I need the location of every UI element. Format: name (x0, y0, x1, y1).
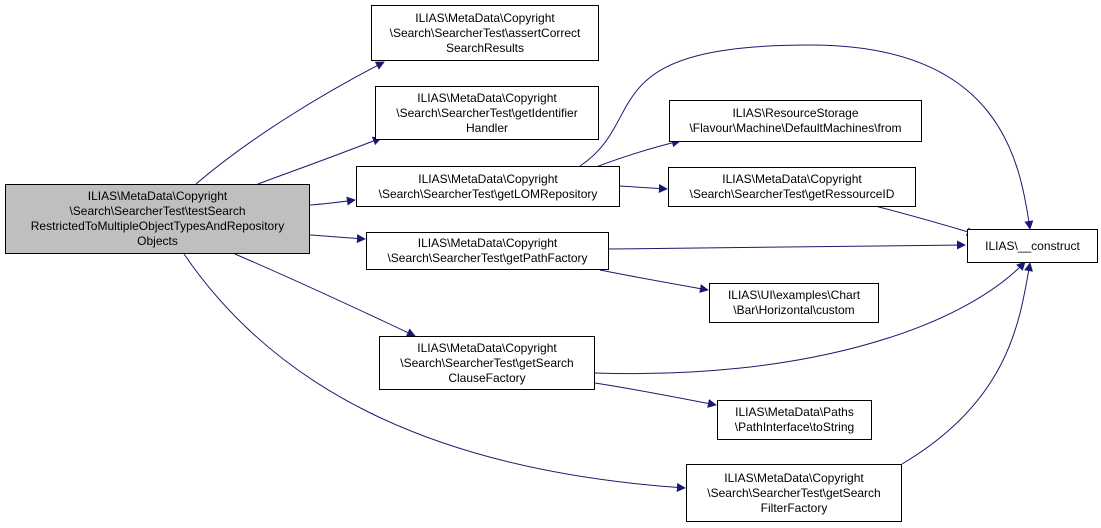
node-label-line: ILIAS\MetaData\Copyright (417, 90, 557, 105)
node-label-line: ILIAS\MetaData\Copyright (87, 189, 228, 203)
node-getPathFactory[interactable]: ILIAS\MetaData\Copyright \Search\Searche… (366, 232, 609, 270)
node-label-line: \Search\SearcherTest\getPathFactory (387, 251, 588, 265)
node-label-line: \Search\SearcherTest\testSearch (69, 204, 246, 218)
node-label-line: SearchResults (445, 40, 525, 55)
node-DefaultMachines-from[interactable]: ILIAS\ResourceStorage \Flavour\Machine\D… (669, 100, 922, 142)
node-label-line: ILIAS\MetaData\Copyright (724, 470, 864, 485)
edge-getFilter-to-construct (901, 262, 1034, 465)
node-label-line: \Search\SearcherTest\getIdentifier (396, 105, 578, 120)
node-label-line: \Search\SearcherTest\assertCorrect (389, 25, 581, 40)
node-label-line: ILIAS\MetaData\Copyright (415, 10, 555, 25)
node-testSearchRestrictedToMultipleObjectTypesAndRepositoryObjects[interactable]: ILIAS\MetaData\Copyright \Search\Searche… (5, 184, 310, 254)
node-PathInterface-toString[interactable]: ILIAS\MetaData\Paths \PathInterface\toSt… (717, 400, 872, 440)
edge-getPath-to-chart (599, 269, 709, 294)
node-assertCorrectSearchResults[interactable]: ILIAS\MetaData\Copyright \Search\Searche… (371, 5, 599, 61)
node-label-line: ILIAS\MetaData\Copyright (417, 340, 557, 355)
node-construct[interactable]: ILIAS\__construct (967, 229, 1098, 263)
node-label-line: \Bar\Horizontal\custom (733, 303, 855, 317)
node-label-line: Handler (465, 120, 509, 135)
node-label-line: \Search\SearcherTest\getLOMRepository (378, 186, 598, 201)
node-getIdentifierHandler[interactable]: ILIAS\MetaData\Copyright \Search\Searche… (375, 86, 599, 140)
edge-getClause-to-toString (594, 382, 717, 408)
edge-root-to-getFilter (183, 253, 686, 492)
node-label-line: ILIAS\UI\examples\Chart (727, 288, 861, 302)
edge-getLOM-to-getRess (619, 184, 668, 194)
node-label-line: ILIAS\__construct (985, 238, 1080, 253)
edge-getRess-to-construct (874, 205, 976, 236)
edge-root-to-getIdentifier (257, 136, 382, 185)
edge-root-to-getLOM (309, 196, 356, 206)
node-label-line: Objects (137, 234, 178, 248)
node-label-line: ClauseFactory (448, 370, 526, 385)
edge-getLOM-to-resStorage (595, 138, 681, 168)
node-label-line: ILIAS\MetaData\Copyright (417, 236, 558, 250)
node-getSearchFilterFactory[interactable]: ILIAS\MetaData\Copyright \Search\Searche… (686, 464, 902, 522)
edge-getPath-to-construct (608, 240, 966, 250)
edge-root-to-getClause (234, 253, 416, 337)
edge-root-to-assert (195, 61, 385, 185)
edge-getClause-to-construct (594, 261, 1026, 375)
node-label-line: \PathInterface\toString (734, 420, 855, 434)
node-label-line: ILIAS\MetaData\Copyright (722, 172, 862, 186)
node-label-line: RestrictedToMultipleObjectTypesAndReposi… (30, 219, 285, 233)
node-Chart-Bar-Horizontal-custom[interactable]: ILIAS\UI\examples\Chart \Bar\Horizontal\… (709, 283, 879, 323)
edge-getLOM-to-construct (579, 44, 1034, 230)
node-label-line: FilterFactory (760, 500, 828, 515)
node-label-line: \Search\SearcherTest\getSearch (707, 485, 881, 500)
node-label-line: ILIAS\ResourceStorage (732, 106, 859, 120)
edge-root-to-getPath (309, 234, 366, 244)
node-getSearchClauseFactory[interactable]: ILIAS\MetaData\Copyright \Search\Searche… (379, 336, 595, 390)
node-label-line: \Search\SearcherTest\getRessourceID (689, 187, 895, 201)
node-getLOMRepository[interactable]: ILIAS\MetaData\Copyright \Search\Searche… (356, 166, 620, 207)
node-getRessourceID[interactable]: ILIAS\MetaData\Copyright \Search\Searche… (668, 167, 916, 207)
node-label-line: ILIAS\MetaData\Copyright (418, 171, 558, 186)
node-label-line: \Search\SearcherTest\getSearch (400, 355, 574, 370)
node-label-line: ILIAS\MetaData\Paths (735, 405, 854, 419)
node-label-line: \Flavour\Machine\DefaultMachines\from (689, 121, 902, 135)
